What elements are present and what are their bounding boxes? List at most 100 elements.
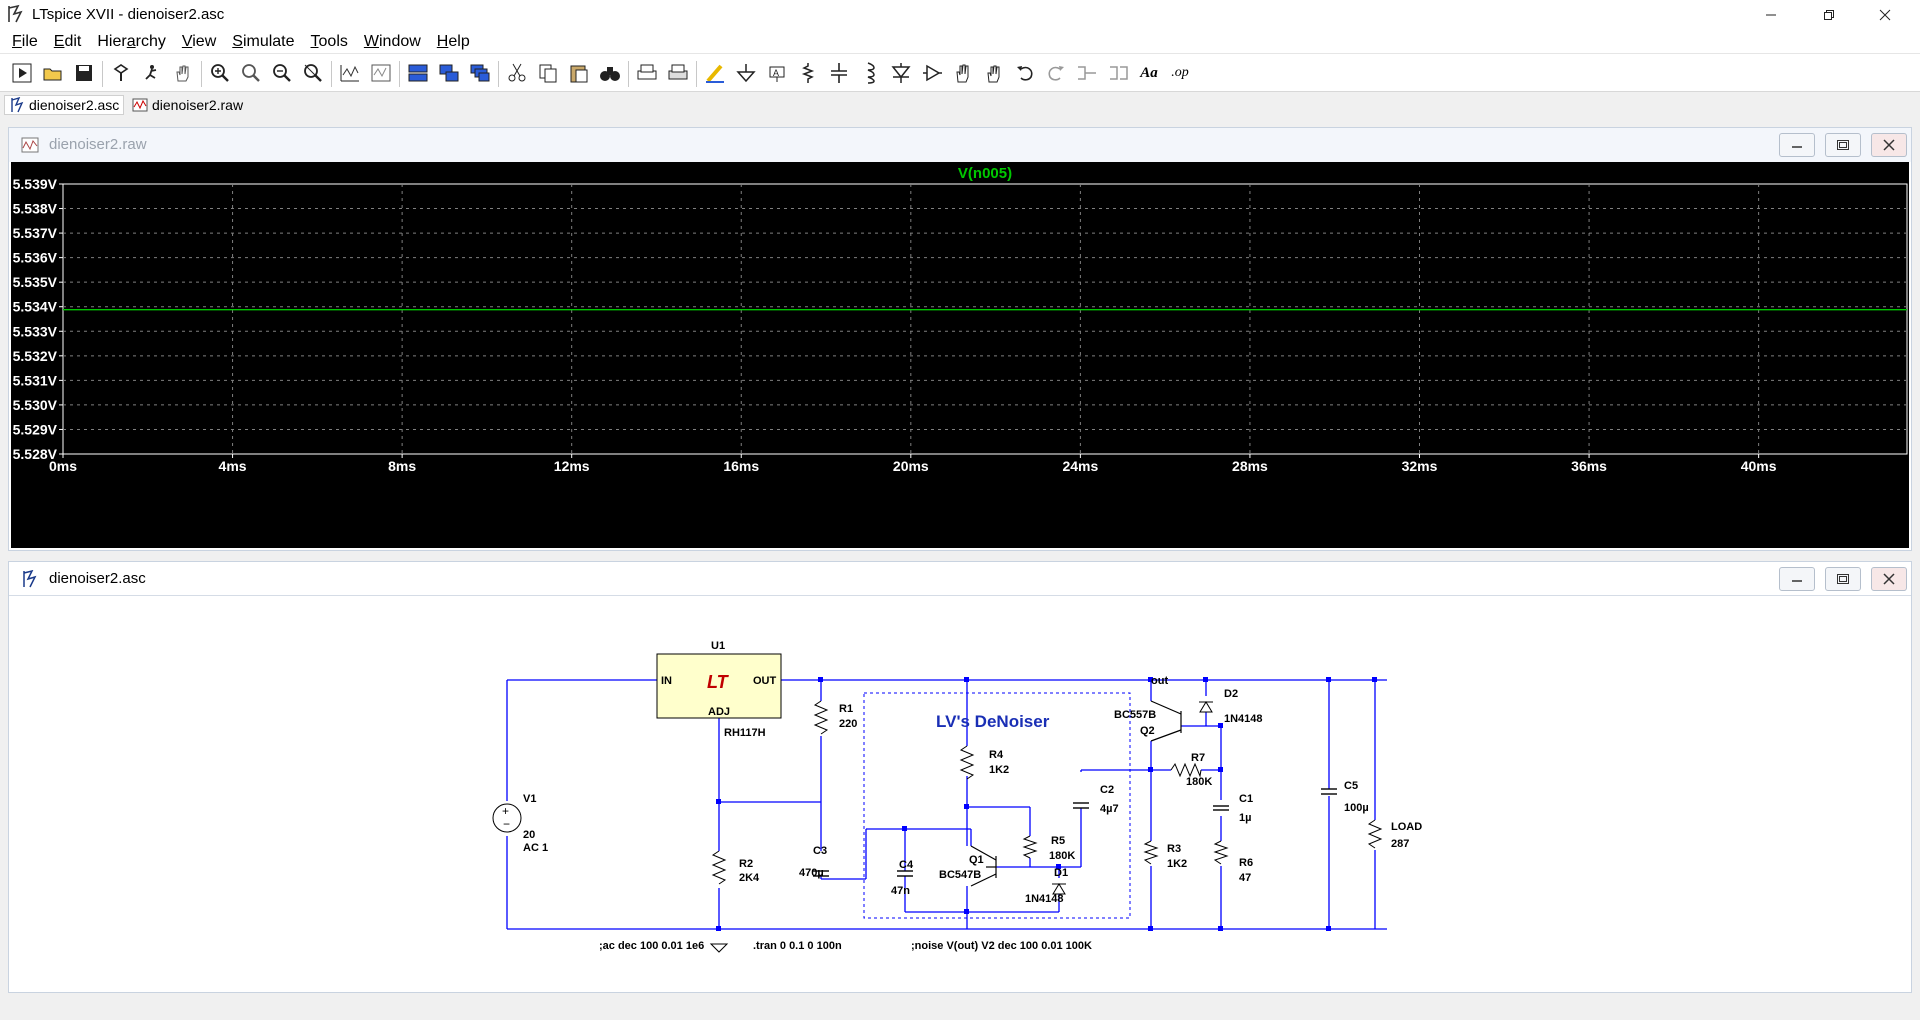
undo-tool-button[interactable] xyxy=(1011,59,1039,87)
status-bar xyxy=(0,1002,1920,1020)
menu-view[interactable]: View xyxy=(181,32,217,50)
print-tool-button[interactable] xyxy=(633,59,661,87)
spice-directive-tool-button[interactable]: .op xyxy=(1166,59,1194,87)
svg-text:A: A xyxy=(773,68,779,78)
tile-horizontal-tool-button[interactable] xyxy=(404,59,432,87)
ground-icon xyxy=(736,64,756,83)
menu-hierarchy[interactable]: Hierarchy xyxy=(97,32,166,50)
waveform-plot[interactable]: 5.539V5.538V5.537V5.536V5.535V5.534V5.53… xyxy=(11,162,1909,548)
schematic-window[interactable]: dienoiser2.asc xyxy=(8,561,1912,993)
menu-tools[interactable]: Tools xyxy=(310,32,348,50)
inductor-tool-button[interactable] xyxy=(856,59,884,87)
resistors[interactable] xyxy=(711,700,1383,885)
q1-transistor[interactable] xyxy=(970,845,997,887)
zoom-in-tool-button[interactable] xyxy=(206,59,234,87)
zoom-out-tool-button[interactable] xyxy=(268,59,296,87)
minimize-icon xyxy=(1792,146,1802,148)
r3-value: 1K2 xyxy=(1167,858,1187,870)
c5-value: 100µ xyxy=(1344,802,1369,814)
schematic-canvas[interactable]: U1 IN OUT ADJ LT RH117H +− V1 20 AC 1 xyxy=(11,596,1909,990)
save-tool-button[interactable] xyxy=(70,59,98,87)
paste-tool-button[interactable] xyxy=(565,59,593,87)
capacitor-tool-button[interactable] xyxy=(825,59,853,87)
resistor-tool-button[interactable] xyxy=(794,59,822,87)
tile-vertical-tool-button[interactable] xyxy=(435,59,463,87)
move-tool-button[interactable] xyxy=(949,59,977,87)
r4-ref: R4 xyxy=(989,749,1004,761)
v1-voltage-source[interactable] xyxy=(492,803,522,833)
restore-button[interactable] xyxy=(1806,0,1852,30)
cascade-icon xyxy=(470,64,490,82)
ground-tool-button[interactable] xyxy=(732,59,760,87)
noise-directive[interactable]: ;noise V(out) V2 dec 100 0.01 100K xyxy=(911,940,1092,952)
tran-directive[interactable]: .tran 0 0.1 0 100n xyxy=(753,940,842,952)
menu-edit[interactable]: Edit xyxy=(53,32,82,50)
trace-title: V(n005) xyxy=(958,165,1012,182)
r4-value: 1K2 xyxy=(989,764,1009,776)
x-tick-label: 36ms xyxy=(1571,458,1607,474)
minimize-button[interactable] xyxy=(1748,0,1794,30)
tab-dienoiser2-raw[interactable]: dienoiser2.raw xyxy=(128,95,247,115)
rotate-tool-button[interactable] xyxy=(1073,59,1101,87)
toolbar-separator xyxy=(628,61,629,87)
waveform-minimize-button[interactable] xyxy=(1779,133,1815,157)
schematic-minimize-button[interactable] xyxy=(1779,567,1815,591)
drag-tool-button[interactable] xyxy=(980,59,1008,87)
print-setup-icon xyxy=(668,64,688,80)
redo-tool-button[interactable] xyxy=(1042,59,1070,87)
component-tool-button[interactable] xyxy=(918,59,946,87)
waveform-close-button[interactable] xyxy=(1871,133,1907,157)
schematic-maximize-button[interactable] xyxy=(1825,567,1861,591)
ac-directive[interactable]: ;ac dec 100 0.01 1e6 xyxy=(599,940,704,952)
cascade-tool-button[interactable] xyxy=(466,59,494,87)
q2-transistor[interactable] xyxy=(1150,700,1182,742)
text-icon: Aa xyxy=(1140,64,1158,81)
zoom-full-tool-button[interactable] xyxy=(237,59,265,87)
tile-horizontal-icon xyxy=(408,64,428,82)
diodes[interactable] xyxy=(1052,701,1213,895)
y-tick-label: 5.535V xyxy=(13,274,58,290)
schematic-close-button[interactable] xyxy=(1871,567,1907,591)
label-net-tool-button[interactable]: A xyxy=(763,59,791,87)
add-trace-tool-button[interactable] xyxy=(367,59,395,87)
c2-ref: C2 xyxy=(1100,784,1114,796)
copy-tool-button[interactable] xyxy=(534,59,562,87)
tab-dienoiser2-asc[interactable]: dienoiser2.asc xyxy=(4,95,125,115)
menu-file[interactable]: File xyxy=(12,32,38,50)
zoom-cancel-tool-button[interactable] xyxy=(299,59,327,87)
diode-icon xyxy=(891,63,911,83)
label-net-icon: A xyxy=(769,66,785,82)
waveform-maximize-button[interactable] xyxy=(1825,133,1861,157)
u1-symbol[interactable] xyxy=(656,653,782,719)
run-tool-button[interactable] xyxy=(8,59,36,87)
close-button[interactable] xyxy=(1862,0,1908,30)
draw-wire-tool-button[interactable] xyxy=(701,59,729,87)
menu-simulate[interactable]: Simulate xyxy=(232,32,295,50)
toolbar-separator xyxy=(498,61,499,87)
waveform-window-header[interactable]: dienoiser2.raw xyxy=(9,128,1911,162)
find-tool-button[interactable] xyxy=(596,59,624,87)
open-tool-button[interactable] xyxy=(39,59,67,87)
menu-window[interactable]: Window xyxy=(363,32,421,50)
print-setup-tool-button[interactable] xyxy=(664,59,692,87)
c3-value: 470µ xyxy=(799,867,824,879)
schematic-window-header[interactable]: dienoiser2.asc xyxy=(9,562,1911,596)
schematic-drawing[interactable]: U1 IN OUT ADJ LT RH117H +− V1 20 AC 1 xyxy=(11,596,1909,990)
autorange-tool-button[interactable] xyxy=(336,59,364,87)
control-panel-tool-button[interactable] xyxy=(107,59,135,87)
diode-tool-button[interactable] xyxy=(887,59,915,87)
c1-ref: C1 xyxy=(1239,793,1253,805)
text-tool-button[interactable]: Aa xyxy=(1135,59,1163,87)
cut-tool-button[interactable] xyxy=(503,59,531,87)
c2-value: 4µ7 xyxy=(1100,803,1119,815)
close-icon xyxy=(1883,139,1895,151)
menu-help[interactable]: Help xyxy=(436,32,470,50)
halt-tool-button[interactable] xyxy=(138,59,166,87)
capacitors[interactable] xyxy=(813,788,1337,877)
y-tick-label: 5.529V xyxy=(13,421,58,437)
pan-hand-tool-button[interactable] xyxy=(169,59,197,87)
mirror-tool-button[interactable] xyxy=(1104,59,1132,87)
y-tick-label: 5.530V xyxy=(13,397,58,413)
